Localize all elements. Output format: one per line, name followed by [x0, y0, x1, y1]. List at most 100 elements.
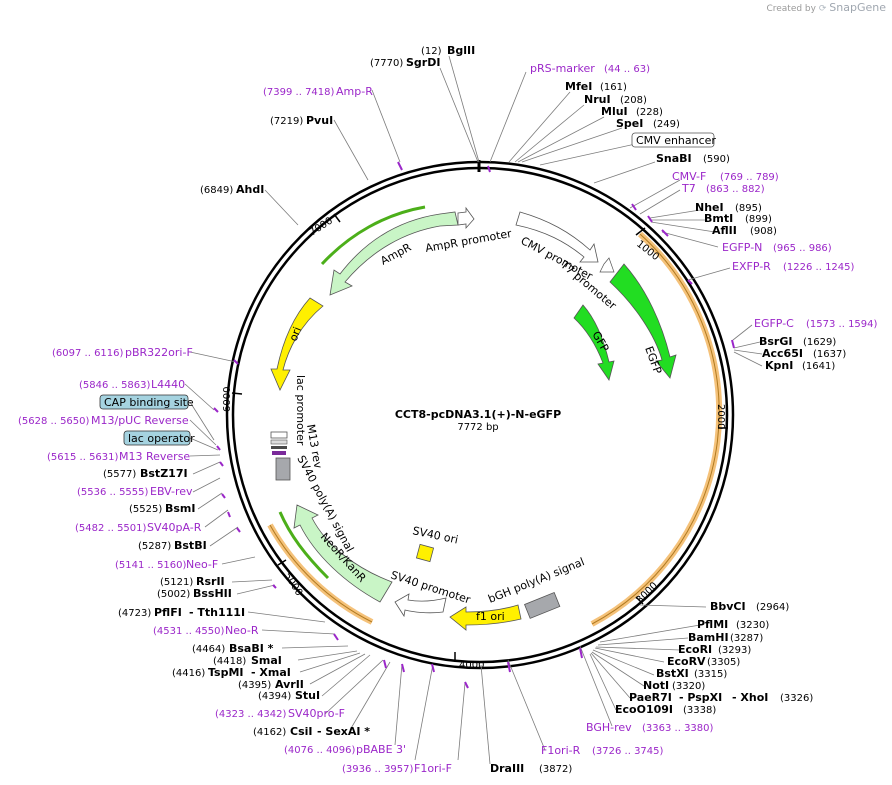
- site-besshii-name[interactable]: BssHII: [193, 587, 232, 600]
- primer-neo-r-range: (4531 .. 4550): [153, 626, 225, 637]
- site-acc65i-name[interactable]: Acc65I: [762, 347, 803, 360]
- site-bstxi-name[interactable]: BstXI: [656, 667, 689, 680]
- primer-amp-r-name[interactable]: Amp-R: [336, 85, 373, 98]
- tick-3000: [635, 596, 644, 605]
- site-bsmi-name[interactable]: BsmI: [165, 502, 196, 515]
- primer-l4440-range: (5846 .. 5863): [79, 380, 151, 391]
- primer-neo-f-name[interactable]: Neo-F: [186, 558, 218, 571]
- site-aflii-name[interactable]: AflII: [712, 224, 737, 237]
- site-bsabi-name[interactable]: BsaBI *: [229, 642, 274, 655]
- primer-egfp-c-name[interactable]: EGFP-C: [754, 317, 794, 330]
- primer-exfp-r-range: (1226 .. 1245): [783, 262, 855, 273]
- site-bstbi-name[interactable]: BstBI: [174, 539, 207, 552]
- cmv-enhancer-box[interactable]: [631, 132, 715, 148]
- site-ecorv-name[interactable]: EcoRV: [667, 655, 706, 668]
- primer-m13-reverse-name[interactable]: M13 Reverse: [119, 450, 190, 463]
- primer-sv40pa-r-name[interactable]: SV40pA-R: [147, 521, 202, 534]
- site-nhei-name[interactable]: NheI: [695, 201, 724, 214]
- site-csii-name[interactable]: CsiI: [290, 725, 312, 738]
- site-bglii-name[interactable]: BglII: [447, 44, 475, 57]
- primer-ebv-rev-range: (5536 .. 5555): [77, 487, 149, 498]
- primer-f1ori-f-name[interactable]: F1ori-F: [414, 762, 452, 775]
- site-ahdi-name[interactable]: AhdI: [236, 183, 264, 196]
- site-pvui-name[interactable]: PvuI: [306, 114, 333, 127]
- primer-f1ori-r-range: (3726 .. 3745): [592, 746, 664, 757]
- site-rsrii-name[interactable]: RsrII: [196, 575, 225, 588]
- primer-pbabe3-name[interactable]: pBABE 3': [356, 743, 406, 756]
- site-ecori-name[interactable]: EcoRI: [678, 643, 712, 656]
- site-kpni-name[interactable]: KpnI: [765, 359, 793, 372]
- primer-t7-name[interactable]: T7: [681, 182, 696, 195]
- site-draiii-name[interactable]: DraIII: [490, 762, 524, 775]
- site-spei-name[interactable]: SpeI: [616, 117, 643, 130]
- primer-cmv-f-name[interactable]: CMV-F: [672, 170, 706, 183]
- primer-pbabe3-range: (4076 .. 4096): [284, 745, 356, 756]
- site-bmti-name[interactable]: BmtI: [704, 212, 733, 225]
- leader-lines: [184, 55, 763, 765]
- site-smai-name[interactable]: SmaI: [251, 654, 282, 667]
- primer-t7-range: (863 .. 882): [706, 184, 765, 195]
- site-bsrgi-name[interactable]: BsrGI: [759, 335, 792, 348]
- site-tspmi-pos: (4416): [172, 668, 205, 679]
- site-bmti-pos: (899): [745, 214, 772, 225]
- lac-promoter-glyph: [270, 431, 288, 439]
- primer-f1ori-f-range: (3936 .. 3957): [342, 764, 414, 775]
- site-noti-name[interactable]: NotI: [643, 679, 669, 692]
- site-sgrdi-name[interactable]: SgrDI: [406, 56, 440, 69]
- primer-pbr322ori-f-name[interactable]: pBR322ori-F: [125, 346, 193, 359]
- bgh-polya-box: [524, 591, 561, 619]
- primer-exfp-r-name[interactable]: EXFP-R: [732, 260, 771, 273]
- site-pspxi-name[interactable]: - PspXI: [679, 691, 722, 704]
- site-mfei-name[interactable]: MfeI: [565, 80, 592, 93]
- site-stui-name[interactable]: StuI: [295, 689, 320, 702]
- site-xmai-name[interactable]: - XmaI: [251, 666, 291, 679]
- site-kpni-pos: (1641): [802, 361, 835, 372]
- lac-operator-glyph: [271, 446, 287, 449]
- primer-prs-marker-name[interactable]: pRS-marker: [530, 62, 595, 75]
- cap-binding-site-box[interactable]: [99, 394, 189, 410]
- site-mfei-pos: (161): [600, 82, 627, 93]
- site-nrui-pos: (208): [620, 95, 647, 106]
- f1-ori-arrow: [449, 604, 522, 631]
- site-bbvci-name[interactable]: BbvCI: [710, 600, 746, 613]
- site-tth111i-name[interactable]: - Tth111I: [189, 606, 245, 619]
- site-avrii-name[interactable]: AvrII: [275, 678, 304, 691]
- primer-sv40pro-f-name[interactable]: SV40pro-F: [288, 707, 345, 720]
- site-snabi-pos: (590): [703, 154, 730, 165]
- site-bamhi-name[interactable]: BamHI: [688, 631, 729, 644]
- snapgene-logo-icon: ⟳: [818, 4, 827, 14]
- site-nrui-name[interactable]: NruI: [584, 93, 611, 106]
- primer-egfp-n-name[interactable]: EGFP-N: [722, 241, 762, 254]
- tick-label-3000: 3000: [634, 580, 660, 606]
- primer-ebv-rev-name[interactable]: EBV-rev: [150, 485, 193, 498]
- site-sexai-name[interactable]: - SexAI *: [317, 725, 370, 738]
- site-ecoo109i-name[interactable]: EcoO109I: [615, 703, 673, 716]
- site-xhoi-name[interactable]: - XhoI: [732, 691, 768, 704]
- site-stui-pos: (4394): [258, 691, 291, 702]
- site-bstz17i-name[interactable]: BstZ17I: [140, 467, 188, 480]
- site-mlui-name[interactable]: MluI: [601, 105, 628, 118]
- site-aflii-pos: (908): [750, 226, 777, 237]
- site-paer7i-name[interactable]: PaeR7I: [629, 691, 672, 704]
- primer-neo-r-name[interactable]: Neo-R: [225, 624, 259, 637]
- tick-label-4000: 4000: [459, 660, 484, 671]
- site-bamhi-pos: (3287): [730, 633, 763, 644]
- site-snabi-name[interactable]: SnaBI: [656, 152, 692, 165]
- primer-m13-puc-reverse-name[interactable]: M13/pUC Reverse: [91, 414, 189, 427]
- sv40-ori-label: SV40 ori: [411, 524, 459, 546]
- site-acc65i-pos: (1637): [813, 349, 846, 360]
- lac-operator-box[interactable]: [123, 430, 191, 446]
- primer-bgh-rev-name[interactable]: BGH-rev: [586, 721, 632, 734]
- primer-f1ori-r-name[interactable]: F1ori-R: [541, 744, 581, 757]
- site-tspmi-name[interactable]: TspMI: [208, 666, 244, 679]
- site-pflfi-name[interactable]: PflFI: [154, 606, 182, 619]
- ampr-promoter-label: AmpR promoter: [424, 227, 513, 255]
- ampr-arrow: [329, 211, 459, 296]
- site-pflmi-name[interactable]: PflMI: [697, 618, 728, 631]
- sv40-ori-box: [415, 543, 435, 563]
- orf-highlight-neor-line: [269, 524, 373, 623]
- primer-l4440-name[interactable]: L4440: [151, 378, 185, 391]
- orf-highlight-egfp-line: [591, 233, 720, 625]
- primer-prs-marker-range: (44 .. 63): [604, 64, 650, 75]
